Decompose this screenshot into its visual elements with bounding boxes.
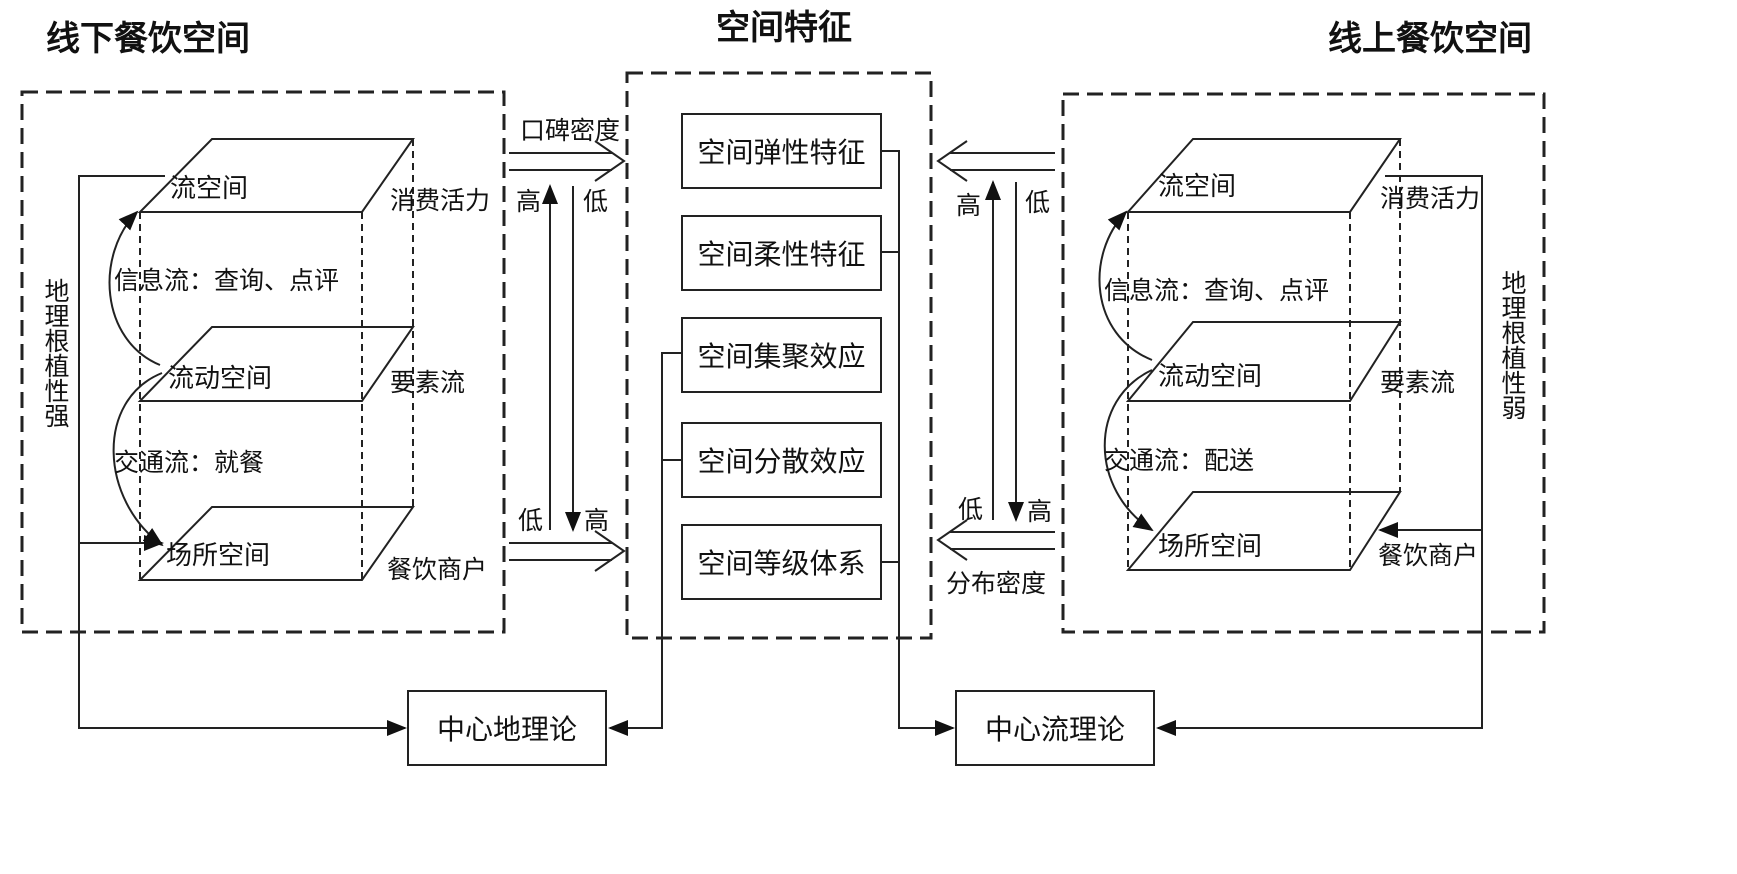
online-side-top: 消费活力 <box>1380 184 1481 213</box>
online-side-bottom: 餐饮商户 <box>1378 541 1479 570</box>
right-high-top: 高 <box>956 191 982 220</box>
theory-central-place: 中心地理论 <box>407 690 607 766</box>
online-side-mid: 要素流 <box>1380 368 1456 397</box>
left-density-label: 口碑密度 <box>520 116 621 145</box>
feature-label: 空间分散效应 <box>697 445 866 478</box>
online-bracket <box>1156 175 1483 736</box>
online-prism <box>1125 138 1402 571</box>
feature-label: 空间柔性特征 <box>697 238 866 271</box>
feature-box-dispersion: 空间分散效应 <box>681 422 882 498</box>
feature-theory-links <box>608 150 955 736</box>
left-low-bottom: 低 <box>518 506 544 535</box>
offline-flow-curves <box>108 210 164 547</box>
feature-box-flexibility: 空间柔性特征 <box>681 215 882 291</box>
center-container <box>625 71 933 640</box>
online-vertical-label: 地理根植性弱 <box>1498 270 1527 420</box>
feature-label: 空间等级体系 <box>697 547 866 580</box>
offline-side-bottom: 餐饮商户 <box>387 555 488 584</box>
right-density-label: 分布密度 <box>946 569 1047 598</box>
offline-bracket <box>78 175 407 736</box>
online-flow-curves <box>1098 210 1154 532</box>
feature-box-agglomeration: 空间集聚效应 <box>681 317 882 393</box>
feature-label: 空间弹性特征 <box>697 136 866 169</box>
feature-box-elasticity: 空间弹性特征 <box>681 113 882 189</box>
right-low-top: 低 <box>1025 188 1051 217</box>
left-high-bottom: 高 <box>584 506 610 535</box>
theory-central-flow: 中心流理论 <box>955 690 1155 766</box>
offline-layer-mid: 流动空间 <box>168 364 273 394</box>
center-title: 空间特征 <box>716 8 852 48</box>
online-flow-traffic: 交通流：配送 <box>1104 446 1255 475</box>
online-layer-mid: 流动空间 <box>1158 362 1263 392</box>
offline-prism <box>137 138 415 581</box>
online-layer-bottom: 场所空间 <box>1158 532 1263 562</box>
offline-layer-top: 流空间 <box>170 174 249 204</box>
right-low-bottom: 低 <box>958 495 984 524</box>
offline-vertical-label: 地理根植性强 <box>41 278 70 428</box>
left-connector-arrows <box>509 140 626 572</box>
offline-flow-info: 信息流：查询、点评 <box>114 266 340 295</box>
offline-side-top: 消费活力 <box>390 186 491 215</box>
theory-label: 中心地理论 <box>436 713 577 746</box>
online-flow-info: 信息流：查询、点评 <box>1104 276 1330 305</box>
left-high-top: 高 <box>516 187 542 216</box>
online-container <box>1061 92 1546 634</box>
offline-title: 线下餐饮空间 <box>46 19 250 59</box>
left-low-top: 低 <box>583 187 609 216</box>
feature-box-hierarchy: 空间等级体系 <box>681 524 882 600</box>
online-title: 线上餐饮空间 <box>1328 19 1532 59</box>
offline-container <box>20 90 506 634</box>
online-layer-top: 流空间 <box>1158 172 1237 202</box>
offline-layer-bottom: 场所空间 <box>166 541 271 571</box>
theory-label: 中心流理论 <box>984 713 1125 746</box>
right-high-bottom: 高 <box>1027 497 1053 526</box>
feature-label: 空间集聚效应 <box>697 340 866 373</box>
offline-side-mid: 要素流 <box>390 368 466 397</box>
right-connector-arrows <box>936 140 1055 561</box>
offline-flow-traffic: 交通流：就餐 <box>114 448 265 477</box>
